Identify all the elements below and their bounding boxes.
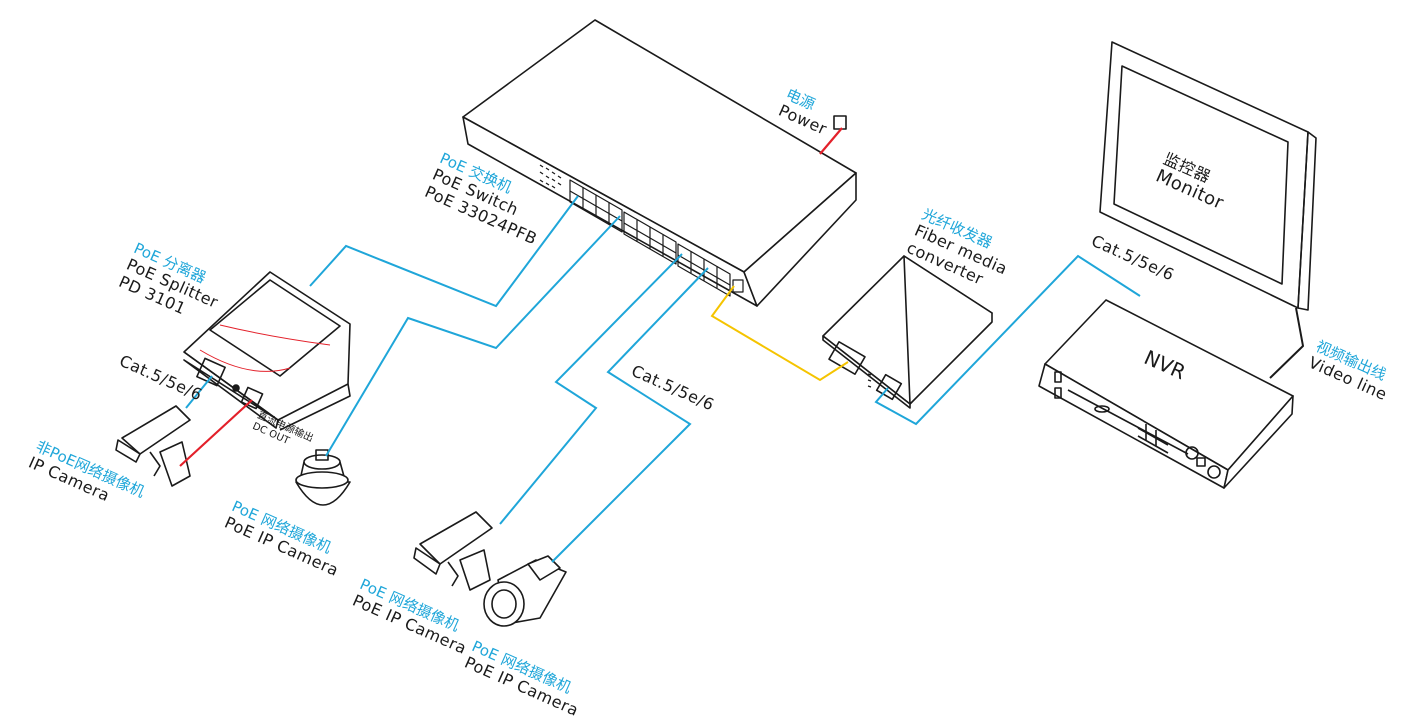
cable-converter-nvr — [874, 254, 1141, 426]
monitor — [1099, 41, 1317, 379]
cable-switch-boxcam — [499, 253, 683, 525]
cable-switch-dome — [325, 215, 621, 457]
switch-vents-icon — [539, 164, 562, 189]
cable-switch-splitter — [309, 195, 579, 308]
poe-splitter — [183, 271, 351, 431]
speed-dome-camera — [295, 449, 351, 506]
power-socket-icon — [833, 115, 847, 130]
dc-out-cable — [179, 399, 253, 467]
bullet-camera — [483, 555, 567, 627]
power-cord — [819, 127, 843, 155]
cable-switch-bullet — [551, 267, 709, 563]
poe-switch — [462, 19, 857, 307]
box-camera — [413, 511, 493, 591]
ethernet-cables — [185, 195, 1141, 563]
cable-splitter-camera — [185, 375, 213, 409]
fiber-media-converter — [822, 255, 993, 409]
nvr — [1038, 299, 1294, 489]
switch-ports-icon — [569, 179, 744, 297]
ip-camera-nonpoe — [115, 405, 191, 487]
fiber-cable — [710, 285, 849, 382]
power-cables — [179, 127, 843, 467]
